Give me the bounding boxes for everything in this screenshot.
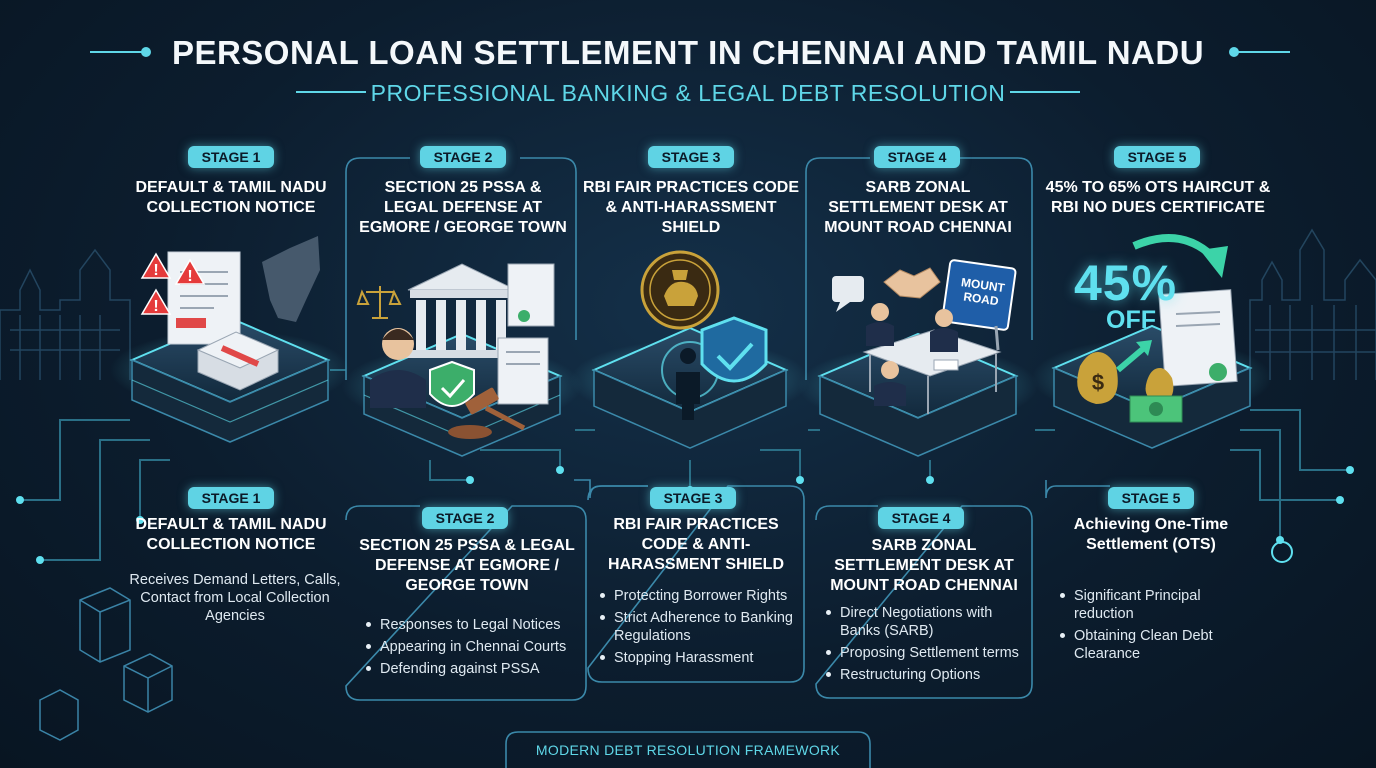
list-item: Defending against PSSA <box>366 660 580 678</box>
stage-3-badge-bottom: STAGE 3 <box>650 487 736 509</box>
list-item: Strict Adherence to Banking Regulations <box>600 609 800 645</box>
list-item: Significant Principal reduction <box>1060 587 1250 623</box>
arrow-icon <box>1116 340 1152 373</box>
decorative-cubes <box>39 587 173 741</box>
stage-3-title-bottom: RBI FAIR PRACTICES CODE & ANTI-HARASSMEN… <box>607 516 784 573</box>
road-sign-icon <box>941 259 1017 351</box>
discount-off-label: OFF <box>1106 306 1156 334</box>
stage-5-title-bottom: Achieving One-Time Settlement (OTS) <box>1073 516 1229 553</box>
stage-3-badge-top: STAGE 3 <box>648 146 734 168</box>
person-icon <box>676 348 700 420</box>
svg-text:!: ! <box>153 298 158 315</box>
person-icon <box>866 303 958 406</box>
money-bag-icon: $ <box>1077 352 1174 404</box>
stage-1-badge-bottom: STAGE 1 <box>188 487 274 509</box>
list-item: Stopping Harassment <box>600 649 800 667</box>
shield-check-icon <box>429 360 475 407</box>
courthouse-icon <box>406 263 518 358</box>
list-item: Restructuring Options <box>826 666 1026 684</box>
handshake-icon <box>883 267 941 299</box>
shield-check-icon <box>700 316 768 383</box>
stage-4-illustration <box>832 259 1017 414</box>
gavel-icon <box>448 387 526 439</box>
certificate-icon <box>1158 289 1238 387</box>
stage-2-illustration <box>356 263 555 439</box>
list-item: Proposing Settlement terms <box>826 644 1026 662</box>
stage-3-illustration <box>640 250 768 420</box>
stage-5-illustration: $ <box>1077 234 1238 423</box>
scales-icon <box>356 286 402 319</box>
document-icon <box>497 263 555 405</box>
node-ring <box>1271 541 1293 563</box>
stage-5-badge-bottom: STAGE 5 <box>1108 487 1194 509</box>
document-icon <box>167 251 241 345</box>
stage-1-illustration: ! ! ! <box>140 236 320 391</box>
list-item: Responses to Legal Notices <box>366 616 580 634</box>
stage-4-badge-top: STAGE 4 <box>874 146 960 168</box>
page-subtitle: PROFESSIONAL BANKING & LEGAL DEBT RESOLU… <box>370 80 1006 106</box>
stage-2-badge-bottom: STAGE 2 <box>422 507 508 529</box>
stage-2-bullets: Responses to Legal Notices Appearing in … <box>366 616 580 682</box>
lawyer-icon <box>370 328 426 408</box>
rbi-emblem-icon <box>640 250 720 330</box>
meeting-table-icon <box>862 329 1002 414</box>
list-item: Appearing in Chennai Courts <box>366 638 580 656</box>
stage-3-bullets: Protecting Borrower Rights Strict Adhere… <box>600 587 800 671</box>
skyline-left <box>0 248 131 380</box>
stage-1-title-bottom: DEFAULT & TAMIL NADU COLLECTION NOTICE <box>135 516 327 553</box>
warning-icon: ! <box>140 252 172 279</box>
title-decoration <box>90 47 1290 93</box>
chat-icon <box>832 276 864 312</box>
stage-1-badge-top: STAGE 1 <box>188 146 274 168</box>
footer-label: MODERN DEBT RESOLUTION FRAMEWORK <box>535 742 841 758</box>
list-item: Direct Negotiations with Banks (SARB) <box>826 604 1026 640</box>
stage-3-title-top: RBI FAIR PRACTICES CODE & ANTI-HARASSMEN… <box>582 179 799 236</box>
tamil-nadu-map-icon <box>262 236 320 322</box>
stage-5-title-top: 45% to 65% OTS HAIRCUT & RBI NO DUES CER… <box>1045 179 1271 216</box>
svg-text:!: ! <box>187 268 192 285</box>
warning-icon: ! <box>140 288 172 315</box>
list-item: Obtaining Clean Debt Clearance <box>1060 627 1250 663</box>
svg-text:!: ! <box>153 262 158 279</box>
stage-5-badge-top: STAGE 5 <box>1114 146 1200 168</box>
stage-1-description: Receives Demand Letters, Calls, Contact … <box>129 572 341 624</box>
stage-2-badge-top: STAGE 2 <box>420 146 506 168</box>
arrow-icon <box>1132 234 1228 278</box>
stage-4-bullets: Direct Negotiations with Banks (SARB) Pr… <box>826 604 1026 688</box>
stage-4-badge-bottom: STAGE 4 <box>878 507 964 529</box>
skyline-right <box>1249 228 1376 380</box>
cash-bundle-icon <box>1129 395 1183 423</box>
stage-2-title-top: SECTION 25 PSSA & LEGAL DEFENSE AT EGMOR… <box>359 179 567 236</box>
stage-5-bullets: Significant Principal reduction Obtainin… <box>1060 587 1250 667</box>
circuit-lines <box>20 369 1350 561</box>
discount-percent: 45% <box>1074 255 1178 311</box>
page-title: PERSONAL LOAN SETTLEMENT IN CHENNAI AND … <box>171 34 1205 71</box>
stage-1-title-top: DEFAULT & TAMIL NADU COLLECTION NOTICE <box>135 179 327 216</box>
stage-4-title-bottom: SARB ZONAL SETTLEMENT DESK AT MOUNT ROAD… <box>830 537 1018 594</box>
footer-frame <box>505 731 871 768</box>
stage-frames <box>345 157 1110 701</box>
cash-bundle-icon <box>196 331 280 391</box>
stage-4-title-top: SARB ZONAL SETTLEMENT DESK AT MOUNT ROAD… <box>824 179 1012 236</box>
svg-text:$: $ <box>1092 370 1104 395</box>
list-item: Protecting Borrower Rights <box>600 587 800 605</box>
warning-icon: ! <box>174 258 206 285</box>
stage-2-title-bottom: SECTION 25 PSSA & LEGAL DEFENSE AT EGMOR… <box>359 537 575 594</box>
